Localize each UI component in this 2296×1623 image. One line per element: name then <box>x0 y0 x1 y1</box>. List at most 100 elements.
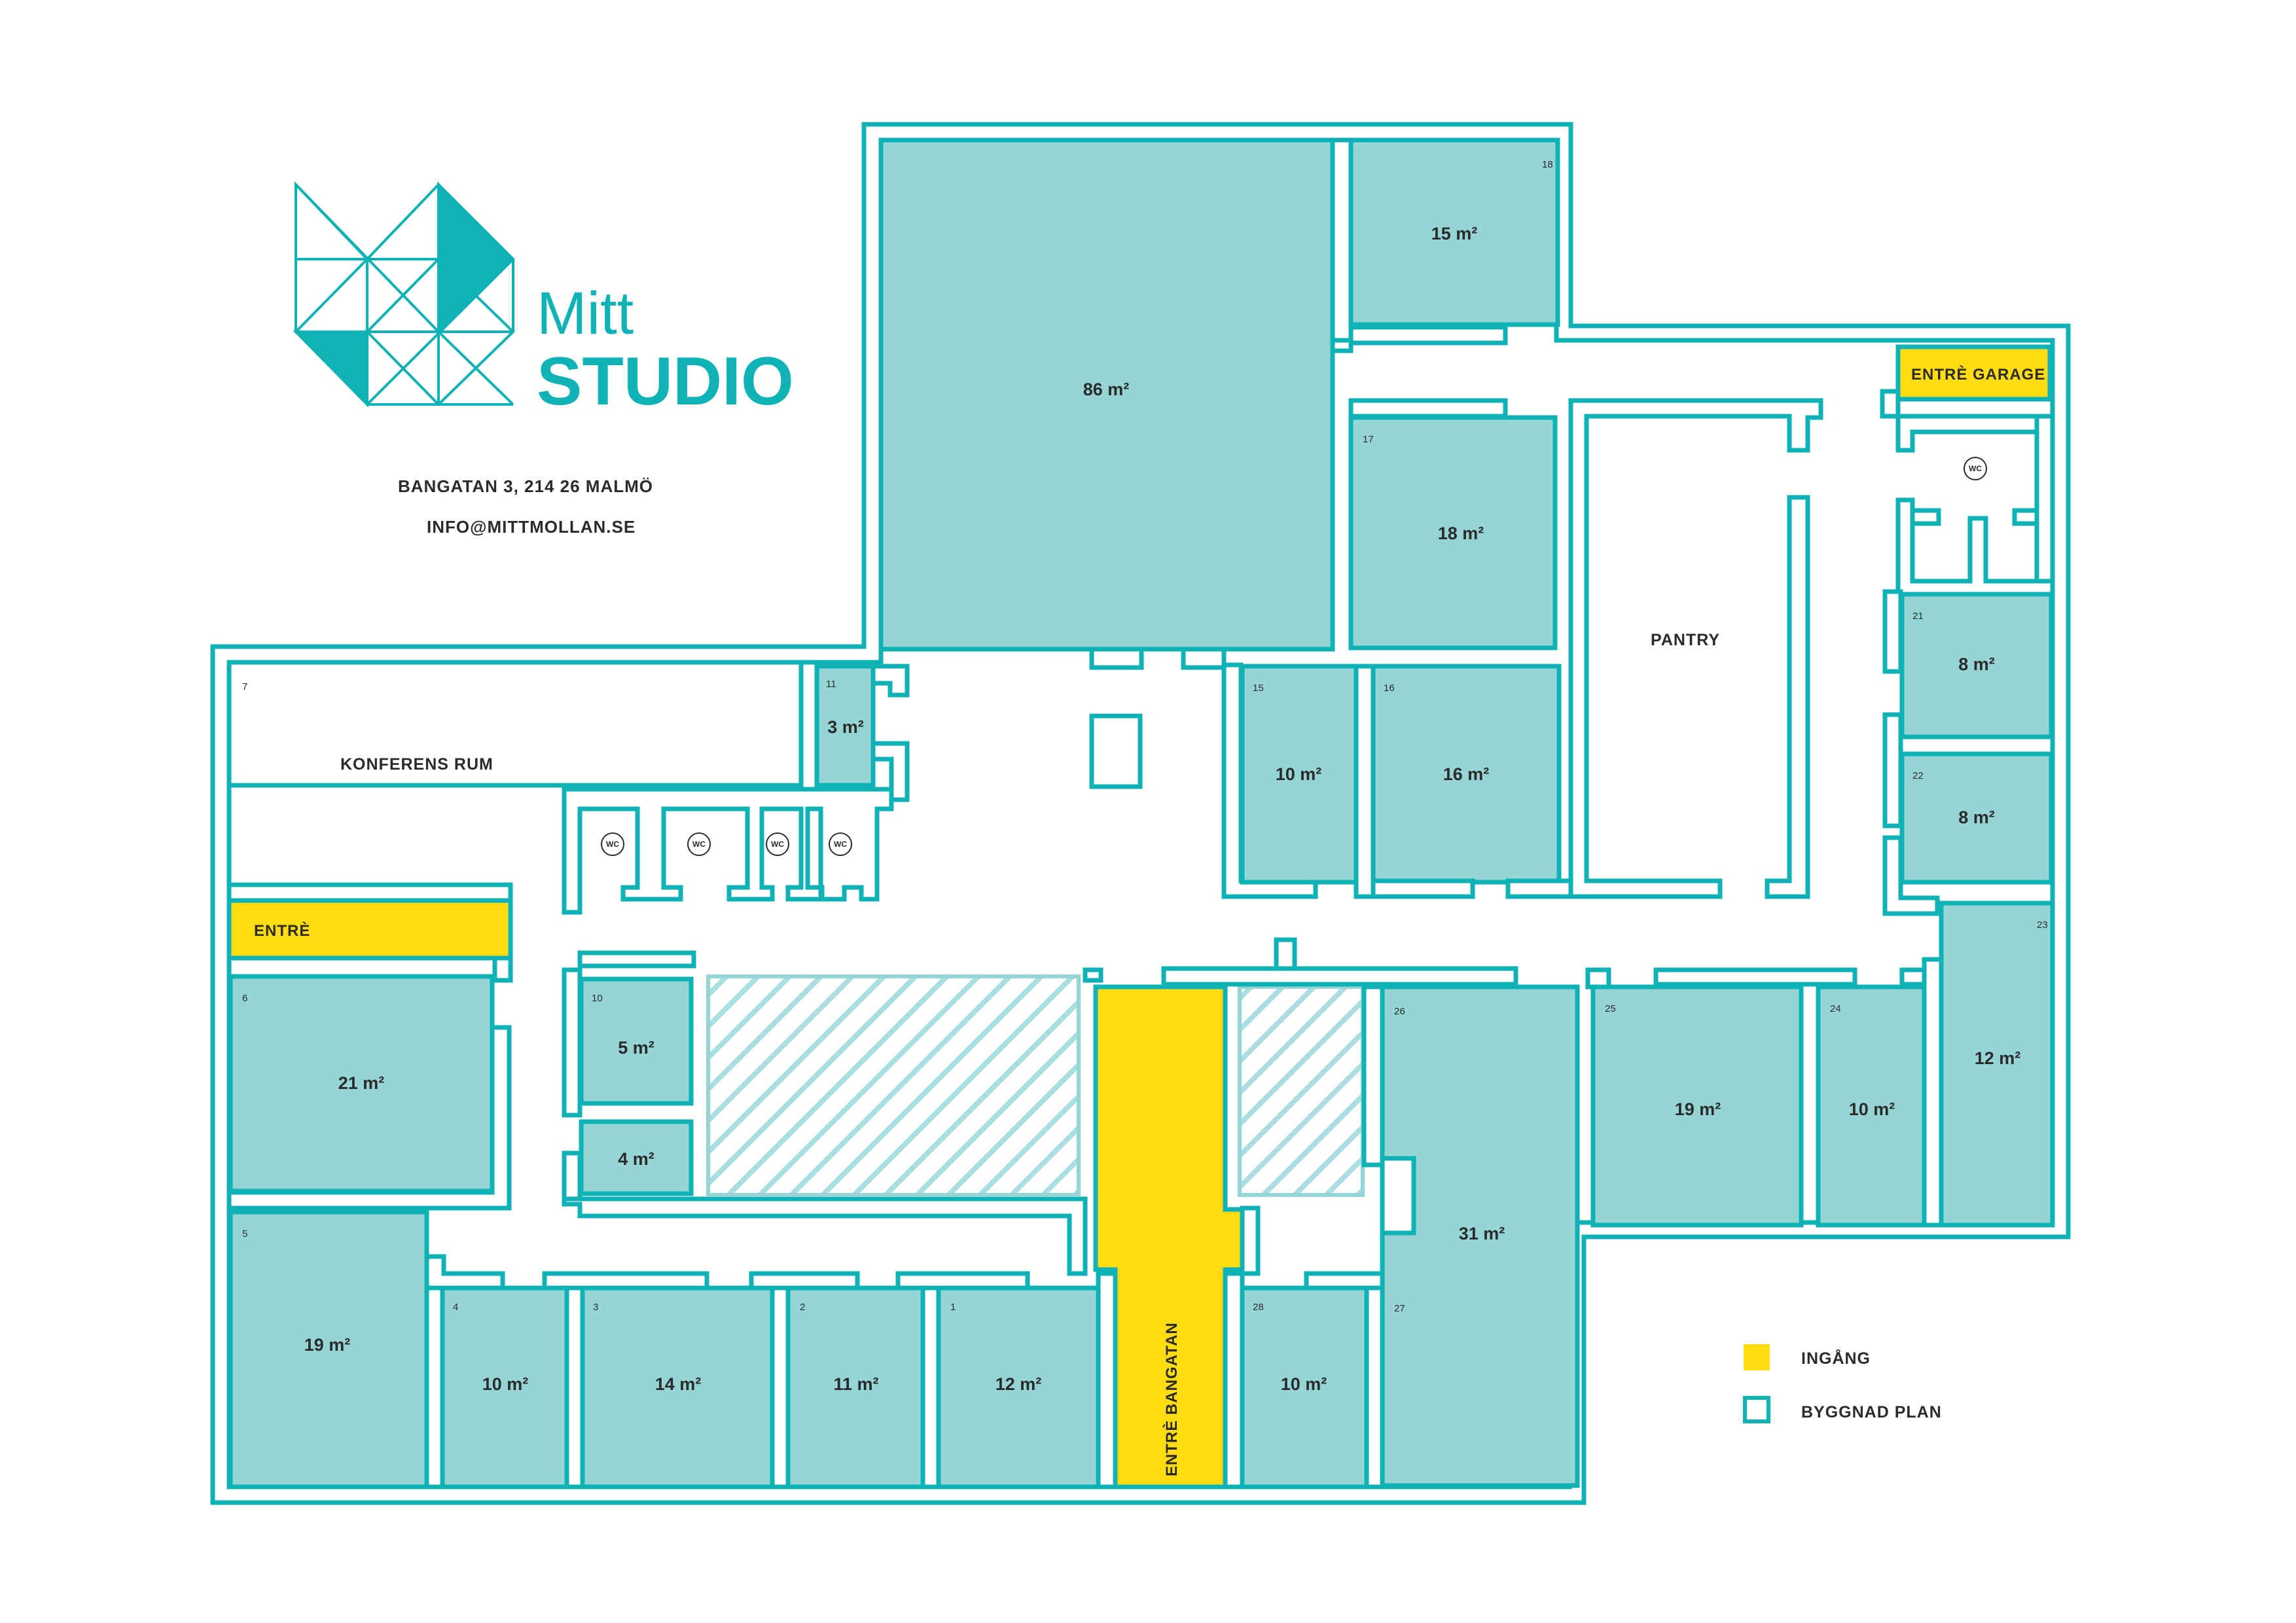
room-27-wall <box>1361 984 1385 1168</box>
hatch-wall <box>1083 967 1103 983</box>
legend-entrance-swatch <box>1744 1344 1770 1370</box>
wall-stub <box>1181 647 1227 670</box>
svg-text:WC: WC <box>771 840 784 849</box>
room-15[interactable] <box>1240 664 1359 885</box>
room-2-wall <box>920 1285 941 1489</box>
hatched-area-left <box>706 974 1081 1197</box>
room-2-area: 11 m² <box>833 1374 878 1394</box>
room-27-num: 27 <box>1394 1303 1405 1314</box>
row-wall <box>1653 967 1857 987</box>
room-23-area: 12 m² <box>1975 1048 2021 1068</box>
room-17[interactable] <box>1348 415 1558 651</box>
room-6-wall <box>226 1025 512 1211</box>
room-21[interactable] <box>1899 592 2054 740</box>
room-1-num: 1 <box>950 1302 956 1313</box>
room-2[interactable] <box>785 1285 925 1489</box>
room-16-area: 16 m² <box>1443 764 1490 784</box>
room-5-wall <box>424 1285 445 1489</box>
room-10-wall <box>577 950 696 969</box>
email: INFO@MITTMOLLAN.SE <box>427 517 636 537</box>
room-28[interactable] <box>1240 1285 1369 1489</box>
room-6-area: 21 m² <box>338 1073 385 1093</box>
room-18a-num: 18 <box>1542 159 1553 170</box>
room-25-num: 25 <box>1605 1003 1616 1014</box>
room-11[interactable] <box>814 664 876 788</box>
room-24-num: 24 <box>1830 1003 1841 1014</box>
room-4-area: 10 m² <box>482 1374 529 1394</box>
entrance-bangatan-label: ENTRÈ BANGATAN <box>1162 1322 1181 1476</box>
room-86[interactable] <box>878 137 1335 652</box>
room-21-num: 21 <box>1912 611 1924 622</box>
pantry-wall <box>1568 398 1823 899</box>
room-wall <box>1882 589 1903 674</box>
room-3-area: 14 m² <box>655 1374 702 1394</box>
corridor-wall <box>1348 398 1508 419</box>
wall-stub <box>1089 647 1144 670</box>
room-10-wall <box>562 967 583 1118</box>
legend-entrance-label: INGÅNG <box>1801 1349 1871 1368</box>
room-11-num: 11 <box>826 679 836 690</box>
svg-text:WC: WC <box>606 840 619 849</box>
room-86-area: 86 m² <box>1083 380 1130 399</box>
hatched-area-right <box>1238 985 1365 1197</box>
room-24-area: 10 m² <box>1849 1099 1895 1119</box>
room-4-wall <box>564 1285 585 1489</box>
room-21-area: 8 m² <box>1958 654 1995 674</box>
room-3-wall <box>770 1285 791 1489</box>
legend-building-label: BYGGNAD PLAN <box>1801 1403 1942 1421</box>
wc-icon: WC <box>829 832 852 856</box>
room-23-num: 23 <box>2037 919 2048 931</box>
wc-block-wall <box>562 787 894 915</box>
room-24[interactable] <box>1816 984 1927 1228</box>
wc-garage-wall <box>1880 389 2055 453</box>
room-15-area: 10 m² <box>1276 764 1322 784</box>
room-18a-area: 15 m² <box>1431 224 1478 243</box>
room-11-wall <box>870 664 910 698</box>
room-6-num: 6 <box>242 993 247 1004</box>
room-1-area: 12 m² <box>996 1374 1042 1394</box>
room-16-wall <box>1371 878 1475 899</box>
room-18a[interactable] <box>1348 137 1560 327</box>
room-25[interactable] <box>1590 984 1804 1228</box>
row-wall <box>1585 967 1611 990</box>
wc-icon: WC <box>766 832 789 856</box>
wc-icon: WC <box>687 832 711 856</box>
room-28-wall <box>1364 1285 1385 1489</box>
room-17-num: 17 <box>1363 434 1374 445</box>
room-23-wall <box>1922 957 1944 1228</box>
entrance-garage[interactable] <box>1895 344 2053 402</box>
brand-logo-icon <box>293 181 515 408</box>
entrance-main-label: ENTRÈ <box>254 921 310 940</box>
room-22-num: 22 <box>1912 770 1924 781</box>
address: BANGATAN 3, 214 26 MALMÖ <box>398 476 653 496</box>
corridor-wall <box>1348 325 1508 346</box>
room-28-wall <box>1223 1271 1245 1489</box>
room-16-wall <box>1505 878 1573 899</box>
entrance-bangatan[interactable] <box>1093 984 1245 1489</box>
room-10[interactable] <box>579 976 694 1106</box>
room-4[interactable] <box>440 1285 569 1489</box>
bangatan-wall <box>1274 937 1297 971</box>
room-3-num: 3 <box>593 1302 598 1313</box>
pantry-wall <box>1765 495 1810 899</box>
room-10b[interactable] <box>579 1119 694 1196</box>
room-2-num: 2 <box>800 1302 805 1313</box>
room-27-area: 31 m² <box>1459 1224 1505 1243</box>
room-28-area: 10 m² <box>1281 1374 1327 1394</box>
room-5-num: 5 <box>242 1228 247 1240</box>
wc-garage-wall <box>2034 414 2055 584</box>
room-5[interactable] <box>228 1209 429 1489</box>
room-4-num: 4 <box>453 1302 458 1313</box>
conference-wall <box>226 660 804 788</box>
room-11-area: 3 m² <box>827 717 864 737</box>
room-22[interactable] <box>1899 751 2054 885</box>
corridor-wall <box>1330 338 1354 353</box>
room-10-num: 10 <box>592 993 603 1004</box>
entrance-main[interactable] <box>226 898 513 961</box>
room-10b-wall <box>562 1196 1088 1276</box>
room-16[interactable] <box>1371 664 1562 885</box>
room-23[interactable] <box>1939 901 2055 1228</box>
room-28-num: 28 <box>1253 1302 1264 1313</box>
pantry-label: PANTRY <box>1651 631 1720 649</box>
